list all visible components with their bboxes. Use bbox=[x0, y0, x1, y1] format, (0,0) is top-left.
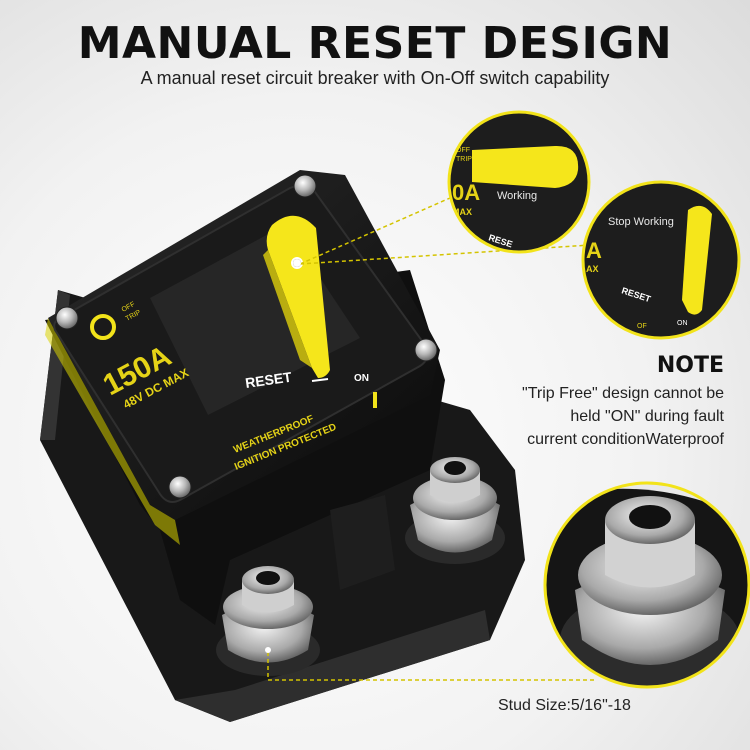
callout-stop-working: A AX Stop Working RESET OF ON bbox=[581, 180, 741, 340]
page-title: MANUAL RESET DESIGN bbox=[77, 18, 673, 69]
callout-working-state: Working bbox=[497, 190, 537, 202]
callout-working-voltage: MAX bbox=[452, 207, 472, 217]
callout-stop-on: ON bbox=[677, 320, 688, 327]
callout-stop-voltage: AX bbox=[586, 264, 599, 274]
terminal-stud-right bbox=[405, 457, 505, 564]
callout-stop-state: Stop Working bbox=[608, 216, 674, 228]
center-divider bbox=[330, 495, 395, 590]
callout-stop-rating: A bbox=[586, 238, 602, 263]
off-indicator-icon bbox=[90, 314, 116, 340]
corner-screws bbox=[55, 174, 438, 499]
callout-stud bbox=[543, 481, 750, 689]
note-heading: NOTE bbox=[656, 353, 724, 378]
note-body: "Trip Free" design cannot be held "ON" d… bbox=[522, 385, 724, 448]
stud-size-label: Stud Size:5/16"-18 bbox=[498, 697, 631, 714]
callout-connectors bbox=[265, 197, 595, 681]
callout-working-off: OFF bbox=[456, 147, 470, 154]
callout-working-trip: TRIP bbox=[456, 156, 472, 163]
reset-label: RESET bbox=[244, 369, 293, 391]
callout-working-rating: 0A bbox=[452, 180, 480, 205]
on-label: ON bbox=[354, 373, 369, 384]
on-indicator-icon bbox=[373, 392, 377, 408]
page-subtitle: A manual reset circuit breaker with On-O… bbox=[140, 68, 610, 88]
reset-arrow bbox=[311, 378, 329, 382]
callout-stop-off: OF bbox=[637, 323, 647, 330]
callout-working: OFF TRIP 0A MAX Working RESE bbox=[447, 110, 591, 254]
